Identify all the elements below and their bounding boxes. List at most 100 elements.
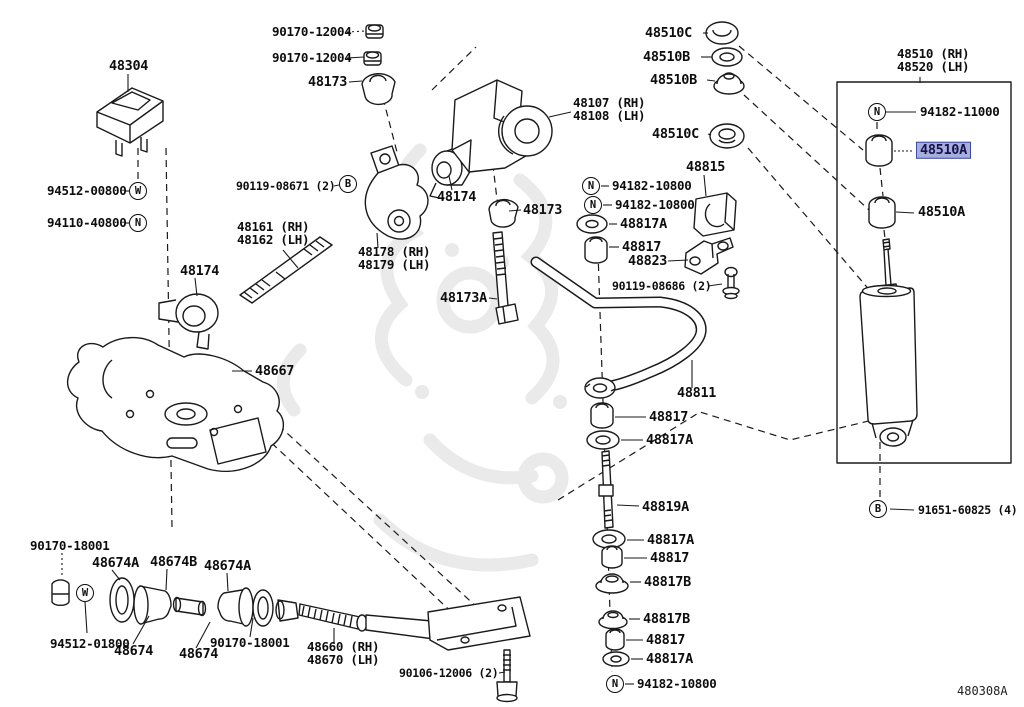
part-number-label: 48510A xyxy=(918,203,965,220)
bolt-90119-08686-drawing xyxy=(722,266,740,300)
circled-N-icon: N xyxy=(584,196,602,214)
part-number-label: 48817 xyxy=(622,238,662,255)
clamp-48173-top-drawing xyxy=(361,73,396,106)
part-number-label: 48811 xyxy=(677,384,717,401)
bushing-block-48815-drawing xyxy=(693,192,737,237)
spacer-48674B-drawing xyxy=(172,596,207,617)
bushing-48817-drawing xyxy=(584,236,608,264)
clamp-48173-mid-drawing xyxy=(488,198,519,228)
shock-absorber-box xyxy=(836,81,1012,464)
castle-nut-drawing xyxy=(363,51,382,66)
bolt-48173A-drawing xyxy=(492,231,519,325)
link-rod-48819A-drawing xyxy=(598,450,614,529)
part-number-label: 48107 (RH)48108 (LH) xyxy=(573,95,646,123)
part-number-label: 48674 xyxy=(179,645,219,662)
part-number-label: 90170-12004 xyxy=(272,23,352,39)
retainer-48817B-drawing xyxy=(595,573,629,594)
bracket-48823-drawing xyxy=(684,237,734,275)
part-number-label: 48674 xyxy=(114,642,154,659)
part-number-label: 48510C xyxy=(645,24,692,41)
watermark-pattern xyxy=(276,143,569,572)
part-number-label: 48173 xyxy=(308,73,348,90)
figure-code: 480308A xyxy=(957,683,1008,698)
part-number-label: 48674A xyxy=(92,554,139,571)
retainer-48817B-drawing xyxy=(598,610,628,630)
part-number-label: 94182-10800 xyxy=(612,177,692,193)
washer-48674A-drawing xyxy=(109,577,135,623)
part-number-label: 90170-18001 xyxy=(210,634,290,650)
strut-bar-48660-drawing xyxy=(298,596,531,651)
circled-W-icon: W xyxy=(129,182,147,200)
part-number-label: 48817 xyxy=(646,631,686,648)
part-number-label: 48817A xyxy=(646,650,693,667)
circled-B-icon: B xyxy=(339,175,357,193)
part-number-label: 48174 xyxy=(437,188,477,205)
anchor-arm-48178-drawing xyxy=(364,145,429,240)
part-number-label: 48660 (RH)48670 (LH) xyxy=(307,639,380,667)
part-number-label: 48510 (RH)48520 (LH) xyxy=(897,46,970,74)
part-number-label: 48817 xyxy=(649,408,689,425)
circled-N-icon: N xyxy=(129,214,147,232)
shock-absorber-48510-drawing xyxy=(859,134,918,447)
part-number-label: 48304 xyxy=(109,57,149,74)
circled-W-icon: W xyxy=(76,584,94,602)
part-number-label: 48178 (RH)48179 (LH) xyxy=(358,244,431,272)
part-number-label: 48173 xyxy=(523,201,563,218)
castle-nut-drawing xyxy=(365,24,384,39)
part-number-label: 48819A xyxy=(642,498,689,515)
cushion-48510B-drawing xyxy=(713,72,745,95)
bracket-48107-drawing xyxy=(451,79,553,173)
part-number-label: 48817B xyxy=(644,573,691,590)
part-number-label: 48823 xyxy=(628,252,668,269)
torsion-bar-48161-drawing xyxy=(239,236,333,304)
part-number-label: 94512-01800 xyxy=(50,635,130,651)
part-number-label: 48510C xyxy=(652,125,699,142)
stabilizer-bar-48811-drawing xyxy=(530,256,707,399)
circled-N-icon: N xyxy=(582,177,600,195)
part-number-label: 48674A xyxy=(204,557,251,574)
part-number-label: 48817A xyxy=(647,531,694,548)
washer-48817A-drawing xyxy=(586,430,620,450)
part-number-label: 90106-12006 (2) xyxy=(399,665,499,680)
dashed-reference-lines xyxy=(137,45,887,673)
circled-N-icon: N xyxy=(606,675,624,693)
leader-lines xyxy=(61,30,921,685)
part-number-label: 48667 xyxy=(255,362,295,379)
engine-mount-48304-drawing xyxy=(96,87,164,157)
bushing-48817-drawing xyxy=(601,545,623,569)
circled-B-icon: B xyxy=(869,500,887,518)
part-number-label: 48817A xyxy=(620,215,667,232)
washer-48817A-drawing xyxy=(592,529,626,549)
part-number-label: 94512-00800 xyxy=(47,182,127,198)
part-number-label: 90170-12004 xyxy=(272,49,352,65)
part-label-highlighted: 48510A xyxy=(916,141,971,159)
part-number-label: 48817B xyxy=(643,610,690,627)
part-number-label: 94182-10800 xyxy=(637,675,717,691)
part-number-label: 90119-08671 (2) xyxy=(236,178,336,193)
part-number-label: 48510B xyxy=(643,48,690,65)
part-number-label: 94110-40800 xyxy=(47,214,127,230)
part-number-label: 48817 xyxy=(650,549,690,566)
part-number-label: 48510B xyxy=(650,71,697,88)
knuckle-48174-left-drawing xyxy=(158,293,219,350)
circled-N-icon: N xyxy=(868,103,886,121)
washer-48674A-drawing xyxy=(252,589,274,627)
grommet-90170-18001-drawing xyxy=(51,579,70,607)
part-number-label: 94182-11000 xyxy=(920,103,1000,119)
nut-90170-18001-drawing xyxy=(275,599,299,622)
bolt-90106-12006-drawing xyxy=(496,649,518,703)
grommet-48510C-drawing xyxy=(709,123,745,149)
part-number-label: 91651-60825 (4) xyxy=(918,502,1018,517)
part-number-label: 48174 xyxy=(180,262,220,279)
washer-48817A-drawing xyxy=(602,651,630,667)
part-number-label: 48674B xyxy=(150,553,197,570)
part-number-label: 90170-18001 xyxy=(30,537,110,553)
part-number-label: 48173A xyxy=(440,289,487,306)
washer-48817A-drawing xyxy=(576,214,608,234)
part-number-label: 48815 xyxy=(686,158,726,175)
part-number-label: 48817A xyxy=(646,431,693,448)
part-number-label: 90119-08686 (2) xyxy=(612,278,712,293)
part-number-label: 48161 (RH)48162 (LH) xyxy=(237,219,310,247)
